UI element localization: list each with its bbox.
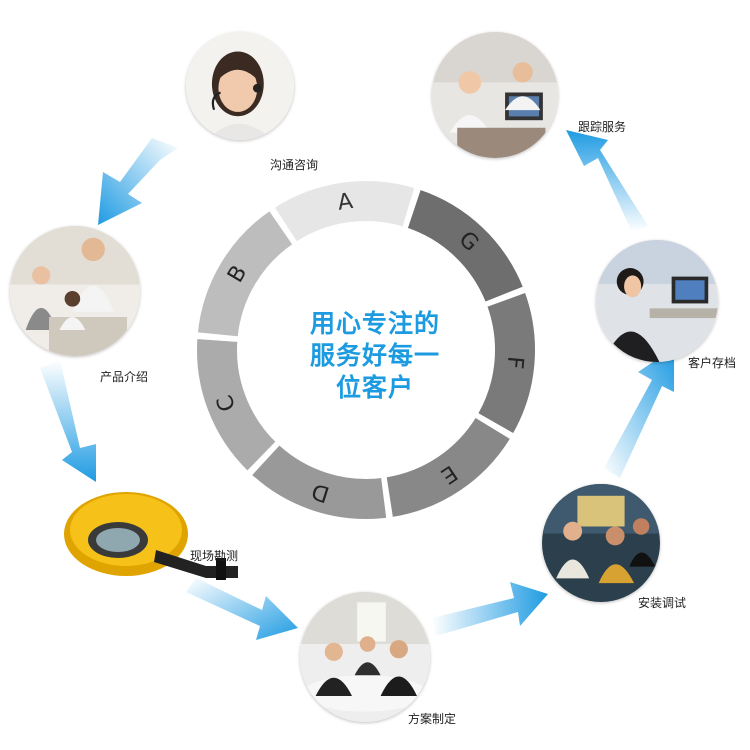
ring-segment-c <box>195 336 279 474</box>
ring-segment-b <box>195 208 295 339</box>
label-consult: 沟通咨询 <box>270 158 319 172</box>
ring-segment-f <box>475 290 537 436</box>
arrow-3 <box>186 578 298 640</box>
label-product-intro: 产品介绍 <box>100 370 149 384</box>
center-slogan: 用心专注的 服务好每一 位客户 <box>280 308 470 404</box>
ring-segment-g <box>405 187 526 305</box>
label-survey: 现场勘测 <box>190 549 239 563</box>
label-plan: 方案制定 <box>408 712 457 726</box>
arrow-5 <box>604 348 674 478</box>
center-line-1: 用心专注的 <box>309 309 440 338</box>
installation-photo <box>542 484 660 602</box>
ring-segment-e <box>384 415 513 520</box>
ring-segment-d <box>249 442 389 521</box>
arrow-4 <box>432 582 548 636</box>
ring-letter-d: D <box>309 477 333 506</box>
ring-segment-a <box>272 179 417 244</box>
label-archive: 客户存档 <box>688 356 737 370</box>
label-install: 安装调试 <box>638 596 687 610</box>
center-line-3: 位客户 <box>335 373 414 402</box>
ring-letter-f: F <box>501 355 527 370</box>
arrow-6 <box>566 130 648 232</box>
ring-letter-a: A <box>336 189 354 216</box>
presentation-photo <box>10 226 140 356</box>
center-line-2: 服务好每一 <box>309 341 440 370</box>
meeting-photo <box>300 592 430 722</box>
office-computer-photo <box>596 240 718 362</box>
consultant-photo <box>186 32 294 140</box>
label-follow-up: 跟踪服务 <box>578 120 627 134</box>
arrow-1 <box>98 138 178 225</box>
arrow-2 <box>40 360 96 482</box>
call-center-photo <box>432 32 558 158</box>
measuring-tape-photo <box>56 488 246 584</box>
